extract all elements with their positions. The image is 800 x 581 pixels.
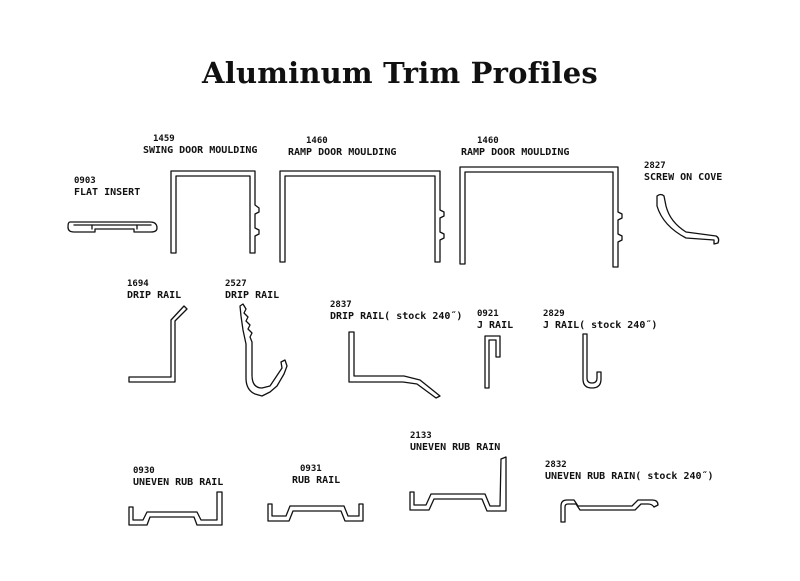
profile-code: 2527 xyxy=(225,279,247,289)
label-0921: 0921 J RAIL xyxy=(477,309,513,331)
label-0903: 0903 FLAT INSERT xyxy=(74,176,140,198)
label-1694: 1694 DRIP RAIL xyxy=(127,279,181,301)
label-2827: 2827 SCREW ON COVE xyxy=(644,161,722,183)
profile-code: 1459 xyxy=(153,134,175,144)
profile-code: 1460 xyxy=(477,136,499,146)
profile-code: 0921 xyxy=(477,309,499,319)
profile-name: SCREW ON COVE xyxy=(644,172,723,183)
profile-code: 1694 xyxy=(127,279,149,289)
profile-name: FLAT INSERT xyxy=(74,187,141,198)
profile-code: 2829 xyxy=(543,309,565,319)
label-2832: 2832 UNEVEN RUB RAIN( stock 240˝) xyxy=(545,460,714,482)
profile-name: J RAIL( stock 240˝) xyxy=(543,320,658,331)
profile-2133-drawing xyxy=(409,456,507,512)
profile-1459-drawing xyxy=(170,170,260,254)
profile-0930-drawing xyxy=(128,491,223,526)
profile-name: UNEVEN RUB RAIN xyxy=(410,442,501,453)
profile-name: RUB RAIL xyxy=(292,475,341,486)
profile-name: UNEVEN RUB RAIN( stock 240˝) xyxy=(545,471,714,482)
profile-2527-drawing xyxy=(239,303,288,397)
label-2837: 2837 DRIP RAIL( stock 240˝) xyxy=(330,300,462,322)
profile-2827-drawing xyxy=(656,193,720,245)
label-1460-b: 1460 RAMP DOOR MOULDING xyxy=(461,136,569,158)
profile-1460a-drawing xyxy=(279,170,445,263)
profile-0921-drawing xyxy=(484,335,501,389)
profile-code: 1460 xyxy=(306,136,328,146)
profile-code: 0903 xyxy=(74,176,96,186)
label-2527: 2527 DRIP RAIL xyxy=(225,279,279,301)
profile-2837-drawing xyxy=(348,331,441,399)
label-1459: 1459 SWING DOOR MOULDING xyxy=(143,134,257,156)
label-2829: 2829 J RAIL( stock 240˝) xyxy=(543,309,657,331)
profile-code: 2837 xyxy=(330,300,352,310)
profile-name: J RAIL xyxy=(477,320,514,331)
profile-0931-drawing xyxy=(267,503,364,522)
label-2133: 2133 UNEVEN RUB RAIN xyxy=(410,431,500,453)
profile-name: DRIP RAIL( stock 240˝) xyxy=(330,311,463,322)
profile-code: 2133 xyxy=(410,431,432,441)
profile-name: DRIP RAIL xyxy=(127,290,182,301)
profile-name: RAMP DOOR MOULDING xyxy=(288,147,397,158)
label-0931: 0931 RUB RAIL xyxy=(292,464,340,486)
profile-2829-drawing xyxy=(582,333,602,389)
profile-code: 0930 xyxy=(133,466,155,476)
profile-name: SWING DOOR MOULDING xyxy=(143,145,258,156)
profile-1460b-drawing xyxy=(459,166,623,268)
profile-0903-drawing xyxy=(67,221,158,233)
page-title: Aluminum Trim Profiles xyxy=(202,56,598,90)
label-0930: 0930 UNEVEN RUB RAIL xyxy=(133,466,223,488)
label-1460-a: 1460 RAMP DOOR MOULDING xyxy=(288,136,396,158)
profile-2832-drawing xyxy=(560,499,659,523)
profile-1694-drawing xyxy=(128,305,188,383)
profile-name: DRIP RAIL xyxy=(225,290,280,301)
profile-code: 0931 xyxy=(300,464,322,474)
profile-code: 2832 xyxy=(545,460,567,470)
profile-name: RAMP DOOR MOULDING xyxy=(461,147,570,158)
profile-name: UNEVEN RUB RAIL xyxy=(133,477,224,488)
profile-code: 2827 xyxy=(644,161,666,171)
